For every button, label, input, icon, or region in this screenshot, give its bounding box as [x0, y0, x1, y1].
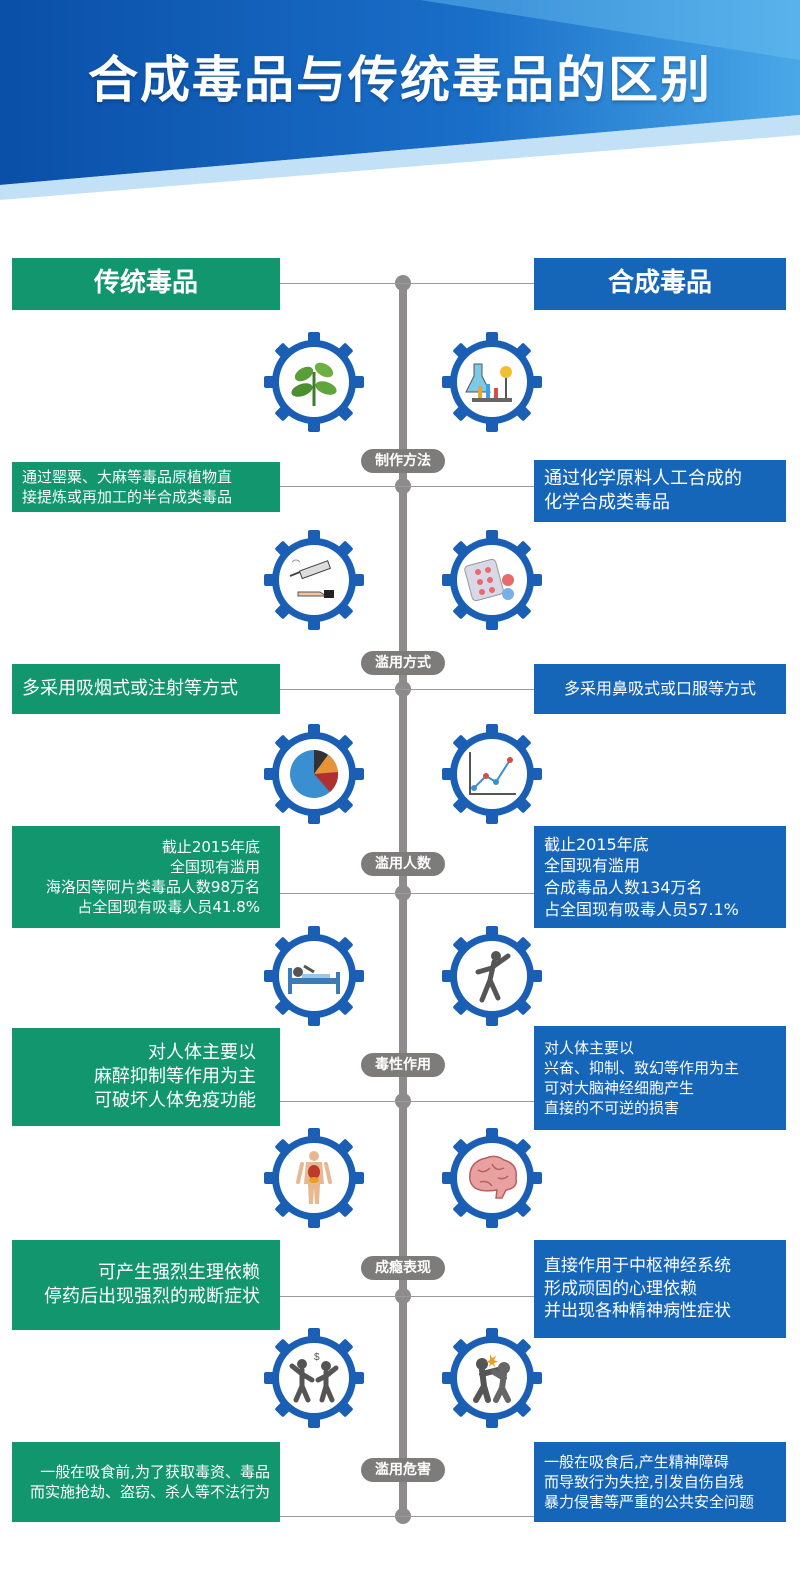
connector-line: [280, 283, 534, 284]
synthetic-addiction-text: 直接作用于中枢神经系统 形成顽固的心理依赖 并出现各种精神病性症状: [534, 1240, 786, 1338]
traditional-harm-text: 一般在吸食前,为了获取毒资、毒品 而实施抢劫、盗窃、杀人等不法行为: [12, 1442, 280, 1522]
traditional-abuse-method-text: 多采用吸烟式或注射等方式: [12, 664, 280, 714]
synthetic-drugs-header: 合成毒品: [534, 258, 786, 310]
robbery-icon: $: [264, 1328, 364, 1428]
connector-line: [280, 893, 534, 894]
pills-icon: [442, 530, 542, 630]
traditional-abuser-count-text: 截止2015年底 全国现有滥用 海洛因等阿片类毒品人数98万名 占全国现有吸毒人…: [12, 826, 280, 928]
svg-text:$: $: [314, 1352, 320, 1363]
section-label-abuse-method: 滥用方式: [361, 651, 445, 675]
connector-line: [280, 689, 534, 690]
traditional-addiction-text: 可产生强烈生理依赖 停药后出现强烈的戒断症状: [12, 1240, 280, 1330]
traditional-toxicity-text: 对人体主要以 麻醉抑制等作用为主 可破坏人体免疫功能: [12, 1028, 280, 1126]
connector-line: [280, 1101, 534, 1102]
synthetic-abuse-method-text: 多采用鼻吸式或口服等方式: [534, 664, 786, 714]
brain-icon: [442, 1128, 542, 1228]
patient-bed-icon: [264, 926, 364, 1026]
pie-chart-icon: [264, 724, 364, 824]
human-body-organs-icon: [264, 1128, 364, 1228]
synthetic-toxicity-text: 对人体主要以 兴奋、抑制、致幻等作用为主 可对大脑神经细胞产生 直接的不可逆的损…: [534, 1026, 786, 1130]
synthetic-production-text: 通过化学原料人工合成的 化学合成类毒品: [534, 460, 786, 522]
timeline-axis: [399, 282, 407, 1522]
plant-icon: [264, 332, 364, 432]
connector-line: [280, 1296, 534, 1297]
section-label-addiction: 成瘾表现: [361, 1256, 445, 1280]
header-background: [0, 0, 800, 200]
section-label-harm: 滥用危害: [361, 1458, 445, 1482]
traditional-drugs-header: 传统毒品: [12, 258, 280, 310]
page-title: 合成毒品与传统毒品的区别: [88, 51, 712, 109]
lab-equipment-icon: [442, 332, 542, 432]
fighting-icon: [442, 1328, 542, 1428]
connector-line: [280, 486, 534, 487]
section-label-toxicity: 毒性作用: [361, 1053, 445, 1077]
section-label-abuser-count: 滥用人数: [361, 852, 445, 876]
connector-line: [280, 1516, 534, 1517]
section-label-production: 制作方法: [361, 449, 445, 473]
dancing-person-icon: [442, 926, 542, 1026]
syringe-cigarette-icon: [264, 530, 364, 630]
line-chart-icon: [442, 724, 542, 824]
synthetic-harm-text: 一般在吸食后,产生精神障碍 而导致行为失控,引发自伤自残 暴力侵害等严重的公共安…: [534, 1442, 786, 1522]
header-banner: 合成毒品与传统毒品的区别: [0, 0, 800, 200]
traditional-production-text: 通过罂粟、大麻等毒品原植物直 接提炼或再加工的半合成类毒品: [12, 462, 280, 512]
synthetic-abuser-count-text: 截止2015年底 全国现有滥用 合成毒品人数134万名 占全国现有吸毒人员57.…: [534, 826, 786, 928]
